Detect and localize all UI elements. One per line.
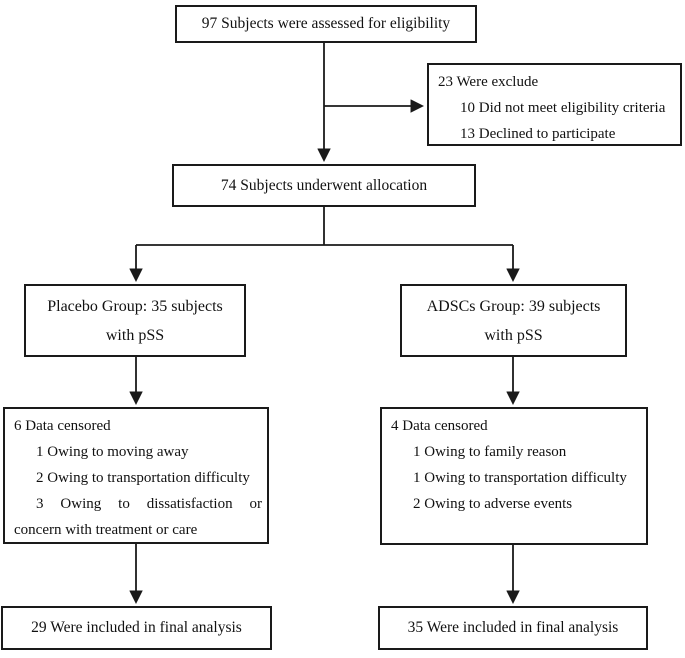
placebo-group-box: Placebo Group: 35 subjects with pSS [24,284,246,357]
eligibility-box: 97 Subjects were assessed for eligibilit… [175,5,477,43]
adscs-censored-item: 1 Owing to family reason [413,444,567,460]
placebo-censored-title: 6 Data censored [14,418,111,434]
placebo-censored-item: 1 Owing to moving away [36,444,189,460]
placebo-group-line2: with pSS [105,326,165,344]
placebo-censored-box: 6 Data censored 1 Owing to moving away 2… [3,407,269,544]
placebo-censored-item: 2 Owing to transportation difficulty [36,470,250,486]
adscs-final-box: 35 Were included in final analysis [378,606,648,650]
adscs-censored-item: 2 Owing to adverse events [413,496,573,512]
adscs-group-line2: with pSS [484,326,543,344]
adscs-censored-item: 1 Owing to transportation difficulty [413,470,627,486]
adscs-censored-box: 4 Data censored 1 Owing to family reason… [380,407,648,545]
excluded-item: 13 Declined to participate [460,126,616,142]
adscs-group-line1: ADSCs Group: 39 subjects [426,297,601,315]
placebo-group-line1: Placebo Group: 35 subjects [47,297,223,315]
eligibility-text: 97 Subjects were assessed for eligibilit… [201,15,451,32]
excluded-title: 23 Were exclude [438,74,539,90]
placebo-censored-item: 3 Owing to dissatisfaction or [36,496,262,512]
adscs-censored-title: 4 Data censored [391,418,488,434]
placebo-final-box: 29 Were included in final analysis [1,606,272,650]
adscs-final-text: 35 Were included in final analysis [407,619,619,636]
excluded-box: 23 Were exclude 10 Did not meet eligibil… [427,63,682,146]
placebo-censored-item-continuation: concern with treatment or care [14,522,198,538]
allocation-box: 74 Subjects underwent allocation [172,164,476,207]
adscs-group-box: ADSCs Group: 39 subjects with pSS [400,284,627,357]
allocation-text: 74 Subjects underwent allocation [220,176,428,194]
placebo-final-text: 29 Were included in final analysis [31,619,242,636]
excluded-item: 10 Did not meet eligibility criteria [460,100,666,116]
